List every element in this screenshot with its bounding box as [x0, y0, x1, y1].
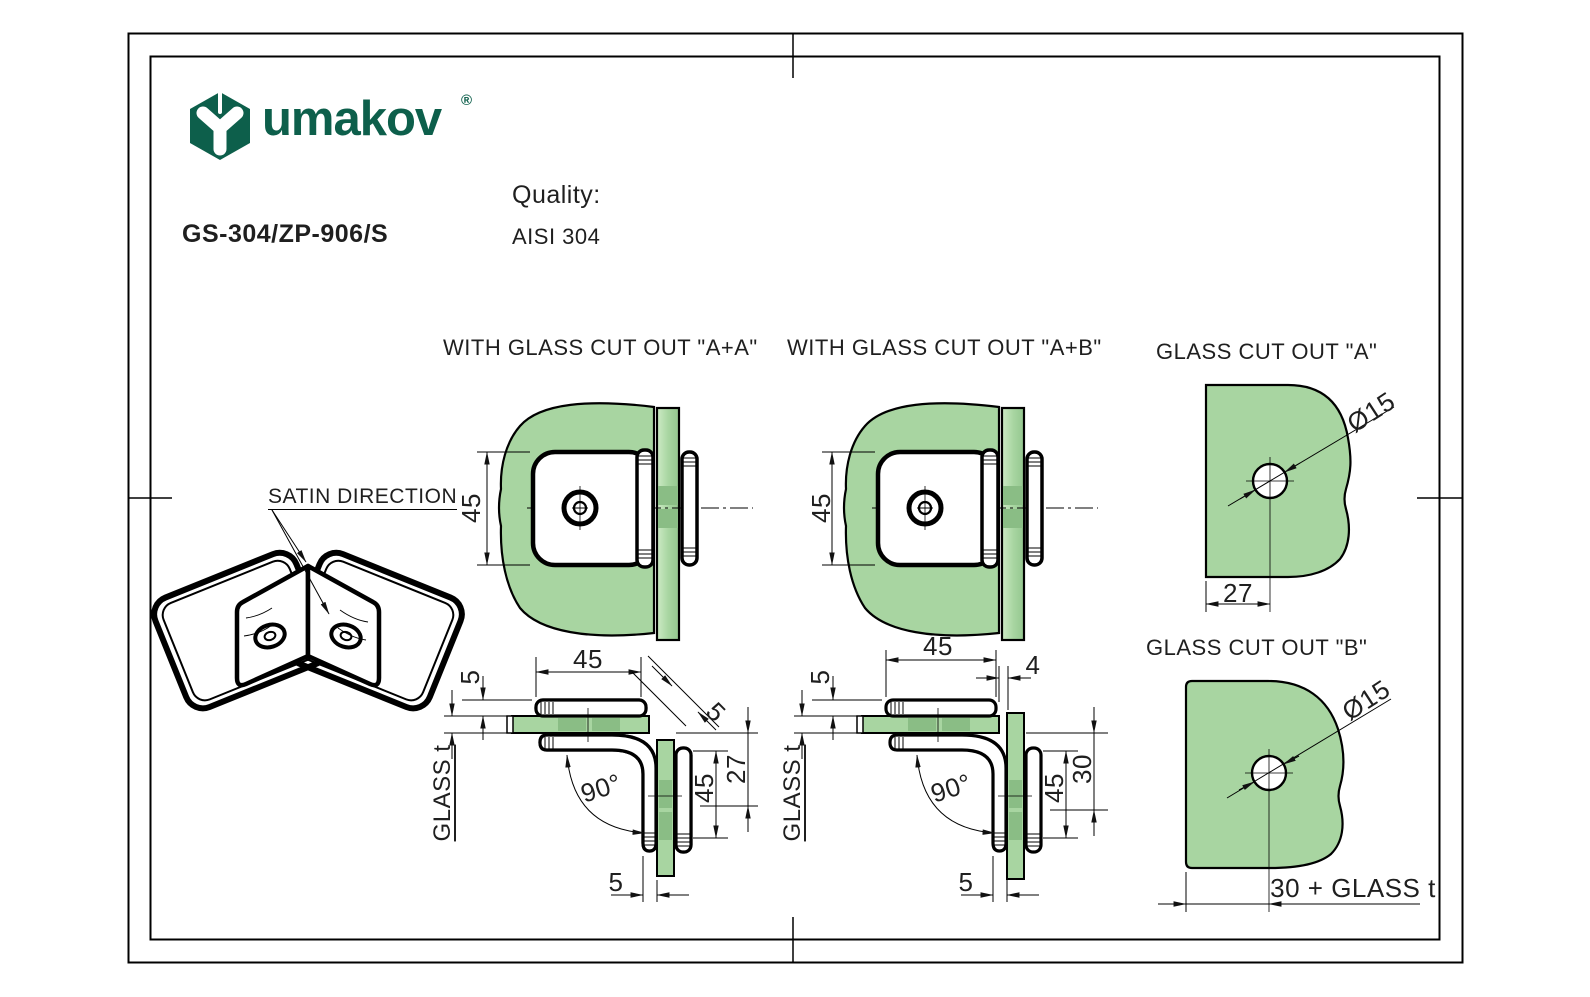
dim-ab-cap: 5	[805, 669, 835, 685]
quality-label: Quality:	[512, 181, 601, 209]
front-view-aa	[477, 402, 753, 642]
dim-45-lines	[477, 451, 530, 566]
screw	[561, 486, 599, 530]
section-title-cut-a: GLASS CUT OUT "A"	[1156, 339, 1378, 364]
dim-aa-cap: 5	[455, 669, 485, 685]
quality-value: AISI 304	[512, 224, 601, 249]
dim-ab-height: 45	[806, 493, 836, 523]
dim-cut-a-offset: 27	[1223, 578, 1253, 608]
plan-aa-dimensions	[444, 655, 758, 902]
dim-ab-gap-top: 4	[1025, 650, 1041, 680]
logo-icon	[190, 91, 250, 160]
plan-ab-dimensions	[794, 650, 1108, 902]
section-title-aa: WITH GLASS CUT OUT "A+A"	[443, 335, 758, 360]
dim-aa-glass-thickness: GLASS t	[429, 744, 456, 842]
satin-direction-label: SATIN DIRECTION	[268, 485, 458, 510]
dim-aa-plate: 45	[689, 773, 719, 803]
iso-view-drawing	[151, 509, 465, 712]
logo-registered-mark: ®	[461, 92, 473, 109]
section-title-cut-b: GLASS CUT OUT "B"	[1146, 635, 1368, 660]
product-code: GS-304/ZP-906/S	[182, 220, 389, 248]
cutout-b-dims	[1158, 698, 1420, 912]
satin-leader-lines	[271, 509, 330, 615]
plan-view-aa	[506, 715, 675, 877]
dim-aa-offset: 27	[721, 754, 751, 784]
section-title-ab: WITH GLASS CUT OUT "A+B"	[787, 335, 1102, 360]
dim-ab-width: 45	[923, 631, 953, 661]
dim-cut-b-offset: 30 + GLASS t	[1270, 873, 1436, 903]
cutout-a-drawing	[1204, 383, 1395, 612]
dim-aa-gap: 5	[608, 867, 624, 897]
dim-ab-gap: 5	[958, 867, 974, 897]
dim-aa-width: 45	[573, 644, 603, 674]
dim-aa-height: 45	[456, 493, 486, 523]
cutout-a-dims	[1205, 406, 1395, 612]
front-view-ab	[822, 403, 1098, 640]
logo-text: umakov	[262, 92, 442, 146]
dim-ab-glass-thickness: GLASS t	[779, 744, 806, 842]
clamp-jaws	[635, 448, 699, 569]
dim-ab-plate: 45	[1039, 773, 1069, 803]
dim-ab-offset: 30	[1067, 754, 1097, 784]
cutout-b-drawing	[1158, 679, 1420, 912]
sheet-frame	[127, 32, 1464, 964]
